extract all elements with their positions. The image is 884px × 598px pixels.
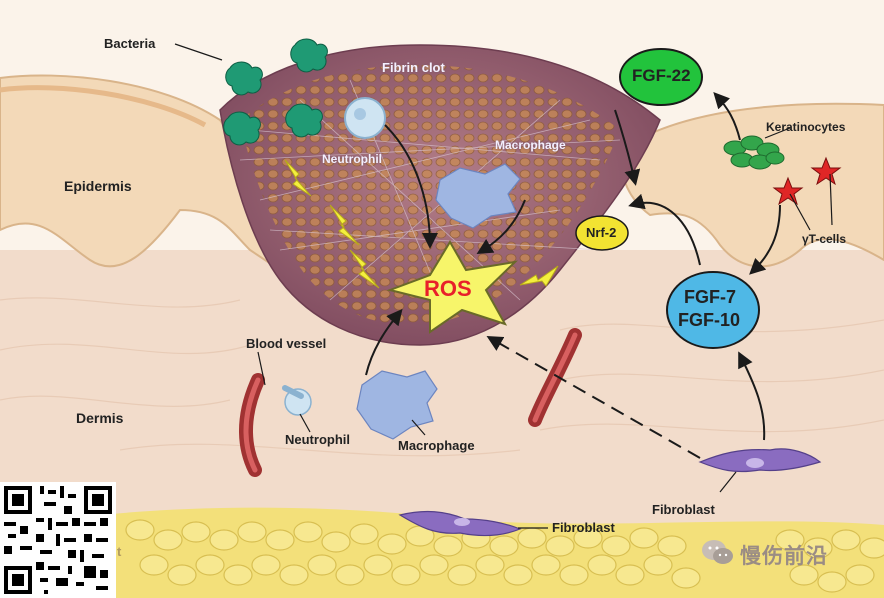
- partial-fat-label: t: [117, 544, 122, 559]
- lightning-icon: [284, 159, 559, 289]
- fgf10-label: FGF-10: [678, 310, 741, 330]
- dermis-label: Dermis: [76, 410, 124, 426]
- fgf22-badge: [619, 48, 703, 106]
- fibroblast-right-label: Fibroblast: [652, 502, 715, 517]
- leader-lines: [174, 43, 833, 529]
- fgf7-label: FGF-7: [684, 287, 736, 307]
- keratinocytes-label: Keratinocytes: [766, 120, 846, 134]
- dermis-fibers: [0, 297, 884, 457]
- neutrophil-icon: [284, 388, 312, 416]
- blood-vessel-label: Blood vessel: [246, 336, 327, 351]
- nrf2-badge: [575, 215, 629, 251]
- neutrophil-clot-label: Neutrophil: [322, 152, 382, 166]
- epidermis-left: [0, 74, 281, 271]
- fibrin-clot-label: Fibrin clot: [382, 60, 445, 75]
- t-cell-star-icon: [810, 156, 842, 186]
- fibroblast-bottom-label: Fibroblast: [552, 520, 615, 535]
- macrophage-dermis-label: Macrophage: [398, 438, 475, 453]
- fat-cells: [125, 519, 884, 593]
- blood-vessel-icon: [239, 328, 582, 477]
- qr-code-icon: [0, 482, 116, 598]
- bacteria-icon: [223, 38, 328, 146]
- keratinocyte-icon: [723, 135, 785, 170]
- neutrophil-dermis-label: Neutrophil: [285, 432, 350, 447]
- ros-star-icon: [386, 240, 518, 334]
- epidermis-label: Epidermis: [64, 178, 132, 194]
- dashed-arrow: [486, 336, 701, 459]
- macrophage-clot-label: Macrophage: [495, 138, 566, 152]
- bacteria-label: Bacteria: [104, 36, 156, 51]
- watermark-text: 慢伤前沿: [740, 544, 828, 568]
- macrophage-icon: [435, 163, 521, 229]
- fgf22-label: FGF-22: [632, 66, 691, 85]
- t-cell-star-icon: [772, 176, 804, 206]
- nrf2-label: Nrf-2: [586, 225, 617, 240]
- ros-label: ROS: [424, 276, 472, 301]
- macrophage-icon: [356, 370, 438, 440]
- neutrophil-icon: [344, 97, 386, 139]
- pathway-arrows: [365, 92, 781, 441]
- fgf7-fgf10-badge: [666, 271, 760, 349]
- epidermis-right: [618, 102, 884, 268]
- tcells-label: γT-cells: [802, 232, 847, 246]
